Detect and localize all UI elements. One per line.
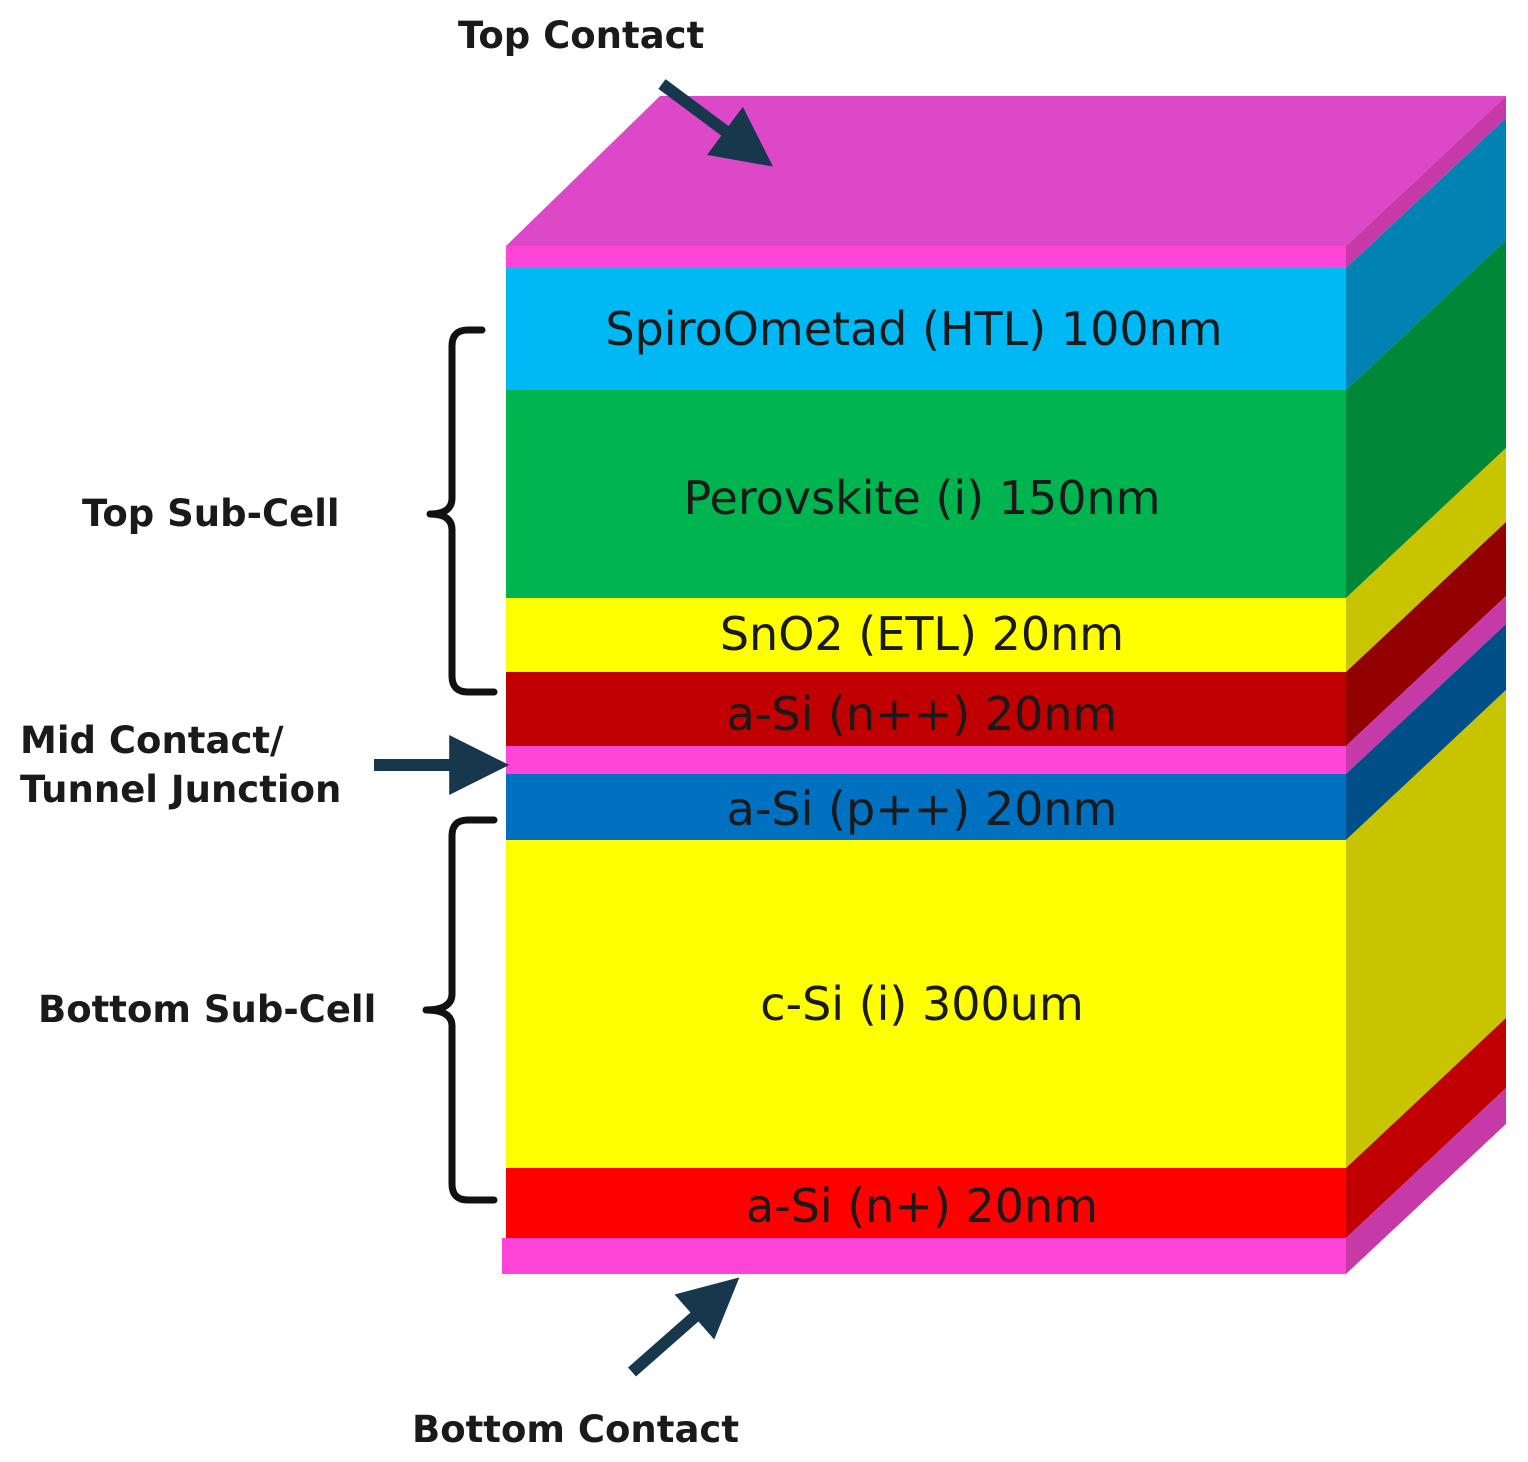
top-contact-arrow [658, 79, 774, 167]
layer-perovskite [506, 390, 1346, 598]
layer-a-si-ppp-side [1346, 624, 1506, 840]
layer-a-si-np-label: a-Si (n+) 20nm [746, 1179, 1098, 1233]
layer-a-si-np [506, 1168, 1346, 1238]
bottom-sub-cell-bracket [422, 816, 498, 1204]
top-sub-cell-bracket [426, 326, 498, 696]
layer-a-si-np-side [1346, 1018, 1506, 1238]
layer-a-si-npp [506, 672, 1346, 746]
mid-contact-label-line2: Tunnel Junction [20, 768, 341, 811]
layer-sno2 [506, 598, 1346, 672]
layer-a-si-ppp-label: a-Si (p++) 20nm [727, 782, 1118, 836]
mid-contact-label-line1: Mid Contact/ [20, 719, 284, 762]
layer-perovskite-side [1346, 240, 1506, 598]
layer-spiro-label: SpiroOmetad (HTL) 100nm [605, 302, 1222, 356]
layer-spiro [506, 268, 1346, 390]
layer-mid-contact-side [1346, 596, 1506, 774]
top-contact-label: Top Contact [458, 14, 704, 57]
top-sub-cell-label: Top Sub-Cell [82, 492, 340, 535]
layer-a-si-ppp [506, 774, 1346, 840]
bottom-sub-cell-label: Bottom Sub-Cell [38, 988, 376, 1031]
bottom-contact-label: Bottom Contact [412, 1408, 739, 1451]
layer-bottom-contact [502, 1238, 1346, 1274]
layer-perovskite-label: Perovskite (i) 150nm [683, 471, 1160, 525]
layer-c-si [506, 840, 1346, 1168]
layer-sno2-label: SnO2 (ETL) 20nm [720, 607, 1124, 661]
layer-c-si-label: c-Si (i) 300um [760, 977, 1084, 1031]
layer-spiro-side [1346, 118, 1506, 390]
layer-a-si-npp-side [1346, 522, 1506, 746]
layer-top-contact [506, 246, 1346, 268]
layer-a-si-npp-label: a-Si (n++) 20nm [727, 687, 1118, 741]
top-face [506, 96, 1506, 246]
layer-top-contact-side [1346, 96, 1506, 268]
layer-c-si-side [1346, 690, 1506, 1168]
layer-mid-contact [506, 746, 1346, 774]
bottom-contact-arrow [628, 1277, 740, 1377]
layer-bottom-contact-side [1346, 1088, 1506, 1274]
layer-sno2-side [1346, 448, 1506, 672]
